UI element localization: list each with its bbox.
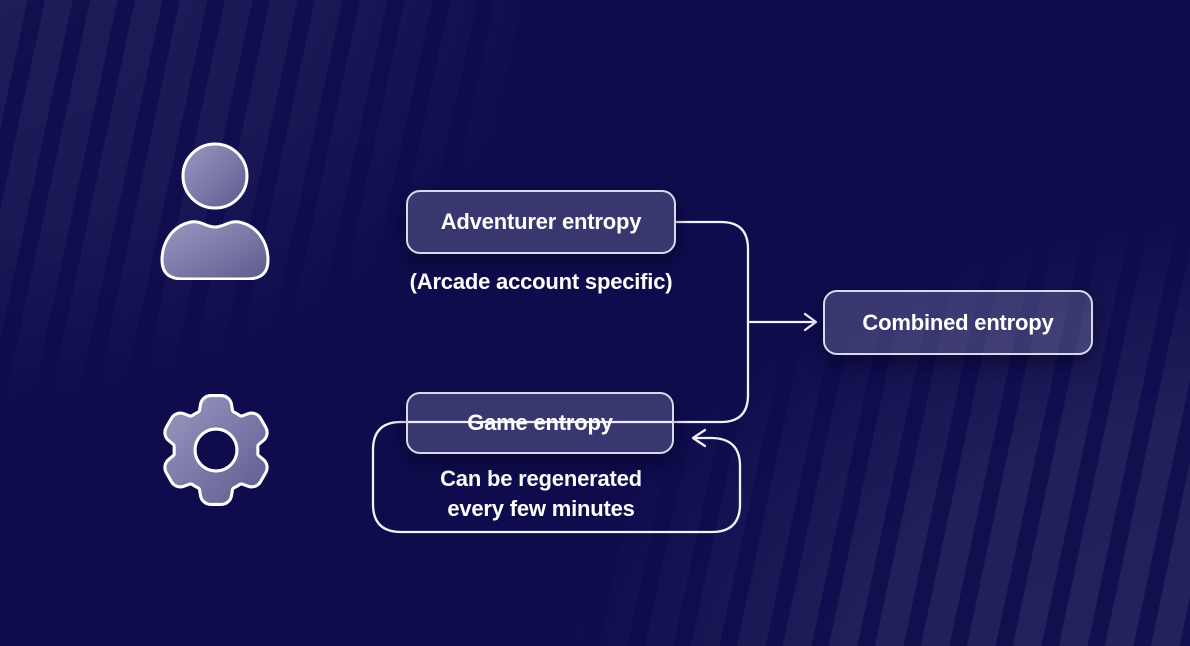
game-entropy-node: Game entropy [406,392,674,454]
combined-arrowhead-icon [803,312,818,332]
game-entropy-label: Game entropy [467,410,613,435]
adventurer-entropy-caption: (Arcade account specific) [409,269,673,294]
game-entropy-caption: Can be regenerated every few minutes [371,464,711,524]
merge-bracket-line [675,220,750,424]
adventurer-entropy-label: Adventurer entropy [440,209,642,234]
person-icon [160,142,270,280]
game-entropy-caption-line2: every few minutes [447,496,635,521]
adventurer-entropy-node: Adventurer entropy [406,190,676,254]
loop-arrowhead-icon [691,428,707,448]
combined-entropy-label: Combined entropy [862,309,1054,335]
gear-icon [163,394,269,506]
game-entropy-caption-line1: Can be regenerated [440,466,642,491]
combined-entropy-node: Combined entropy [823,290,1093,355]
